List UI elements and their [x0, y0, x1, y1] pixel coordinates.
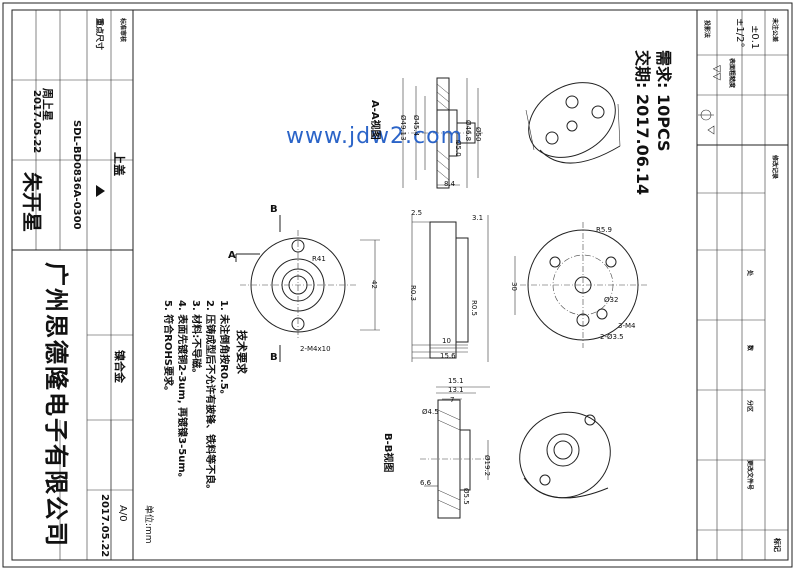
view-section-bb: [420, 386, 490, 519]
revision: A/0: [117, 505, 128, 522]
key-dims-label: 重点尺寸: [95, 18, 104, 50]
dim-aa-1: Ø50: [474, 127, 482, 142]
roughness-value: ▽▽: [711, 65, 722, 81]
date-1: 2017.05.22: [31, 90, 42, 154]
change-col-2: 处: [746, 270, 753, 277]
view-isometric-top: [525, 82, 621, 164]
watermark: www.jdw2.com: [286, 124, 463, 149]
tech-heading: 技术要求: [235, 330, 248, 374]
dim-right-3: Ø32: [604, 296, 619, 304]
dim-front-2: 42: [370, 280, 378, 289]
dim-front-1: R41: [312, 255, 326, 263]
roughness-label: 表面粗糙度: [728, 58, 735, 89]
dim-right-4: 3-M4: [618, 322, 636, 330]
dim-top-2: 3.1: [472, 214, 484, 222]
change-col-3: 数: [746, 345, 753, 352]
dim-bb-6: 6.6: [420, 479, 432, 487]
view-section-aa: [400, 77, 485, 189]
cut-label-b-bottom: B: [270, 352, 278, 363]
change-record-label: 修改记录: [771, 155, 778, 180]
dim-bb-4: Ø4.5: [422, 408, 439, 416]
cut-label-a-left: A: [228, 250, 236, 261]
dim-aa-5: Ø5.0: [454, 140, 462, 157]
unit: 单位:mm: [143, 505, 153, 544]
tech-item-5: 5. 符合ROHS要求。: [162, 300, 173, 397]
checker: 周上星: [41, 88, 54, 121]
dim-top-5: R0.3: [409, 285, 417, 301]
part-triangle: [96, 185, 105, 197]
dim-aa-4: Ø49.13: [399, 115, 407, 141]
view-side-profile: [411, 215, 489, 362]
tech-item-4: 4. 表面先镀铜2-3um, 再镀镍3-5um。: [176, 300, 187, 483]
tolerance-value: ±0.1: [749, 25, 760, 50]
dim-top-1: 2.5: [411, 209, 423, 217]
tech-item-3: 3. 材料:不导磁。: [190, 300, 201, 379]
change-col-1: 标记: [773, 538, 781, 552]
order-quantity: 需求: 10PCS: [654, 50, 673, 152]
std-review-label: 标准审核: [119, 18, 126, 43]
title-block: [12, 10, 134, 560]
tolerance-label: 未注公差: [771, 18, 778, 43]
dim-bb-3: 7: [450, 396, 455, 404]
order-delivery: 交期: 2017.06.14: [633, 50, 652, 196]
dim-bb-5: Ø19.2: [483, 455, 491, 477]
tech-item-1: 1. 未注倒角按R0.5。: [218, 300, 229, 400]
change-col-5: 更改文件号: [746, 460, 753, 491]
projection-label: 投影法: [703, 20, 710, 39]
material: 镍合金: [113, 350, 126, 383]
dim-right-5: 2-Ø3.5: [600, 333, 624, 341]
drawing-number: SDL-BD0836A-0300: [71, 120, 82, 230]
view-front: [235, 215, 380, 362]
date-2: 2017.05.22: [99, 494, 110, 558]
dim-front-3: 2-M4x10: [300, 345, 331, 353]
tech-item-2: 2. 压铸成型后不允许有披锋、铁料等不良。: [204, 300, 215, 495]
dim-right-2: 30: [510, 282, 518, 291]
cut-label-b-top: B: [270, 204, 278, 215]
view-right: [514, 222, 648, 348]
dim-bb-1: 15.1: [448, 377, 464, 385]
dim-top-6: R0.5: [470, 300, 478, 316]
dim-bb-2: 13.1: [448, 386, 464, 394]
angle-tolerance: ±1/2°: [734, 18, 745, 48]
designer: 朱开星: [20, 172, 44, 232]
revision-block: [696, 10, 788, 560]
dim-top-4: 15.6: [440, 352, 456, 360]
dim-aa-3: Ø45.4: [412, 115, 420, 137]
dim-aa-2: Ø46.8: [464, 120, 472, 142]
view-isometric-bottom: [519, 411, 611, 499]
company-name: 广州思德隆电子有限公司: [42, 262, 70, 548]
part-name: 上盖: [112, 152, 126, 177]
change-col-4: 分区: [746, 400, 753, 413]
dim-right-1: R5.9: [596, 226, 612, 234]
projection-symbol: [698, 109, 715, 135]
dim-aa-6: 8.4: [444, 180, 456, 188]
section-bb-label: B-B视图: [382, 433, 393, 473]
dim-top-3: 10: [442, 337, 451, 345]
dim-bb-7: Ø5.5: [462, 488, 470, 505]
inner-border: [11, 9, 789, 561]
section-aa-label: A-A视图: [369, 100, 380, 140]
